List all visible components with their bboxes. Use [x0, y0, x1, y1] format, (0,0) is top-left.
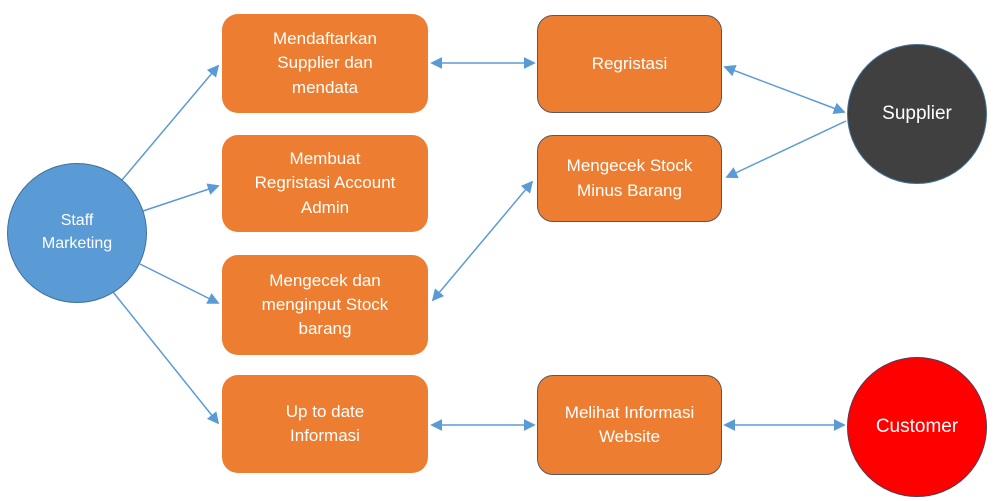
- process-uptodate-informasi-label: Up to date Informasi: [285, 401, 365, 445]
- edge-menginput-mengecekstock: [431, 180, 534, 302]
- process-melihat-informasi-website: Melihat Informasi Website: [537, 375, 722, 475]
- process-membuat-regristasi-admin: Membuat Regristasi Account Admin: [222, 135, 428, 232]
- actor-supplier: Supplier: [847, 44, 987, 184]
- edge-regristasi-supplier: [723, 64, 846, 115]
- process-mendaftarkan-supplier: Mendaftarkan Supplier dan mendata: [222, 14, 428, 113]
- process-uptodate-informasi: Up to date Informasi: [222, 375, 428, 473]
- edge-staff-to-mendaftarkan: [121, 64, 220, 181]
- edge-supplier-to-mengecekstock: [725, 120, 847, 179]
- process-mengecek-stock-minus: Mengecek Stock Minus Barang: [537, 135, 722, 222]
- process-menginput-stock-label: Mengecek dan menginput Stock barang: [261, 270, 389, 339]
- actor-staff-marketing: Staff Marketing: [7, 163, 147, 303]
- edge-staff-to-menginput: [139, 263, 220, 304]
- process-regristasi-label: Regristasi: [591, 53, 668, 73]
- edge-staff-to-membuat: [142, 183, 220, 212]
- process-mendaftarkan-supplier-label: Mendaftarkan Supplier dan mendata: [273, 29, 377, 97]
- actor-customer-label: Customer: [875, 415, 959, 437]
- actor-supplier-label: Supplier: [882, 102, 952, 124]
- process-regristasi: Regristasi: [537, 15, 722, 113]
- process-menginput-stock: Mengecek dan menginput Stock barang: [222, 255, 428, 355]
- process-membuat-regristasi-admin-label: Membuat Regristasi Account Admin: [254, 149, 396, 217]
- process-melihat-informasi-website-label: Melihat Informasi Website: [564, 402, 695, 446]
- actor-staff-marketing-label: Staff Marketing: [41, 212, 113, 252]
- actor-customer: Customer: [847, 357, 987, 497]
- process-mengecek-stock-minus-label: Mengecek Stock Minus Barang: [566, 156, 693, 200]
- edge-staff-to-uptodate: [112, 291, 220, 425]
